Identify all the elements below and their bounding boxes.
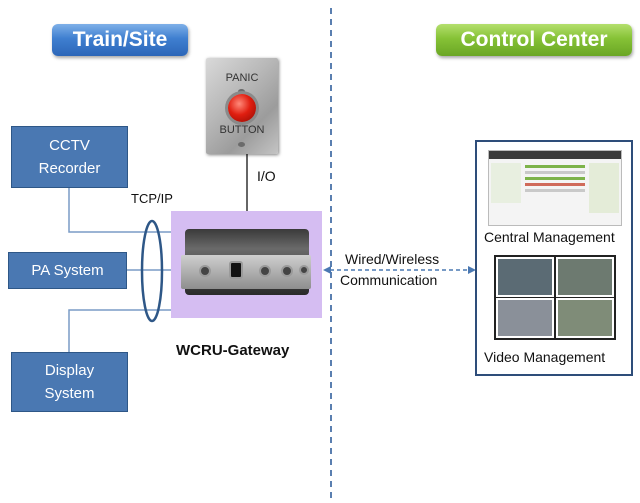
port-icon [199, 265, 211, 277]
gateway-highlight [171, 211, 322, 318]
central-management-screenshot [488, 150, 622, 226]
pa-system-box: PA System [8, 252, 127, 289]
port-icon [299, 265, 309, 275]
train-site-header: Train/Site [52, 24, 188, 56]
gateway-label: WCRU-Gateway [176, 342, 290, 359]
cctv-recorder-box: CCTV Recorder [11, 126, 128, 188]
link-label-line1: Wired/Wireless [345, 251, 440, 267]
tcpip-ellipse [140, 219, 164, 323]
panic-red-button [228, 94, 256, 122]
screw-bottom [238, 142, 245, 147]
video-management-screenshot [494, 255, 616, 340]
arrow-head-left [323, 266, 331, 274]
control-center-panel: Central Management Video Management [475, 140, 633, 376]
port-icon [281, 265, 293, 277]
cctv-connector [68, 188, 171, 233]
port-icon [259, 265, 271, 277]
panic-top-label: PANIC [225, 72, 259, 84]
port-icon [229, 261, 243, 279]
display-connector [68, 309, 171, 352]
central-management-label: Central Management [484, 229, 615, 245]
arrow-head-right [468, 266, 476, 274]
control-center-header: Control Center [436, 24, 632, 56]
io-label: I/O [257, 168, 276, 184]
tcpip-label: TCP/IP [131, 191, 173, 206]
panic-bottom-label: BUTTON [219, 124, 265, 136]
panic-button-device: PANIC BUTTON [206, 58, 278, 154]
gateway-front-panel [181, 255, 311, 289]
video-management-label: Video Management [484, 349, 606, 365]
display-system-box: Display System [11, 352, 128, 412]
link-label-line2: Communication [340, 272, 438, 288]
screw-top [238, 89, 245, 94]
